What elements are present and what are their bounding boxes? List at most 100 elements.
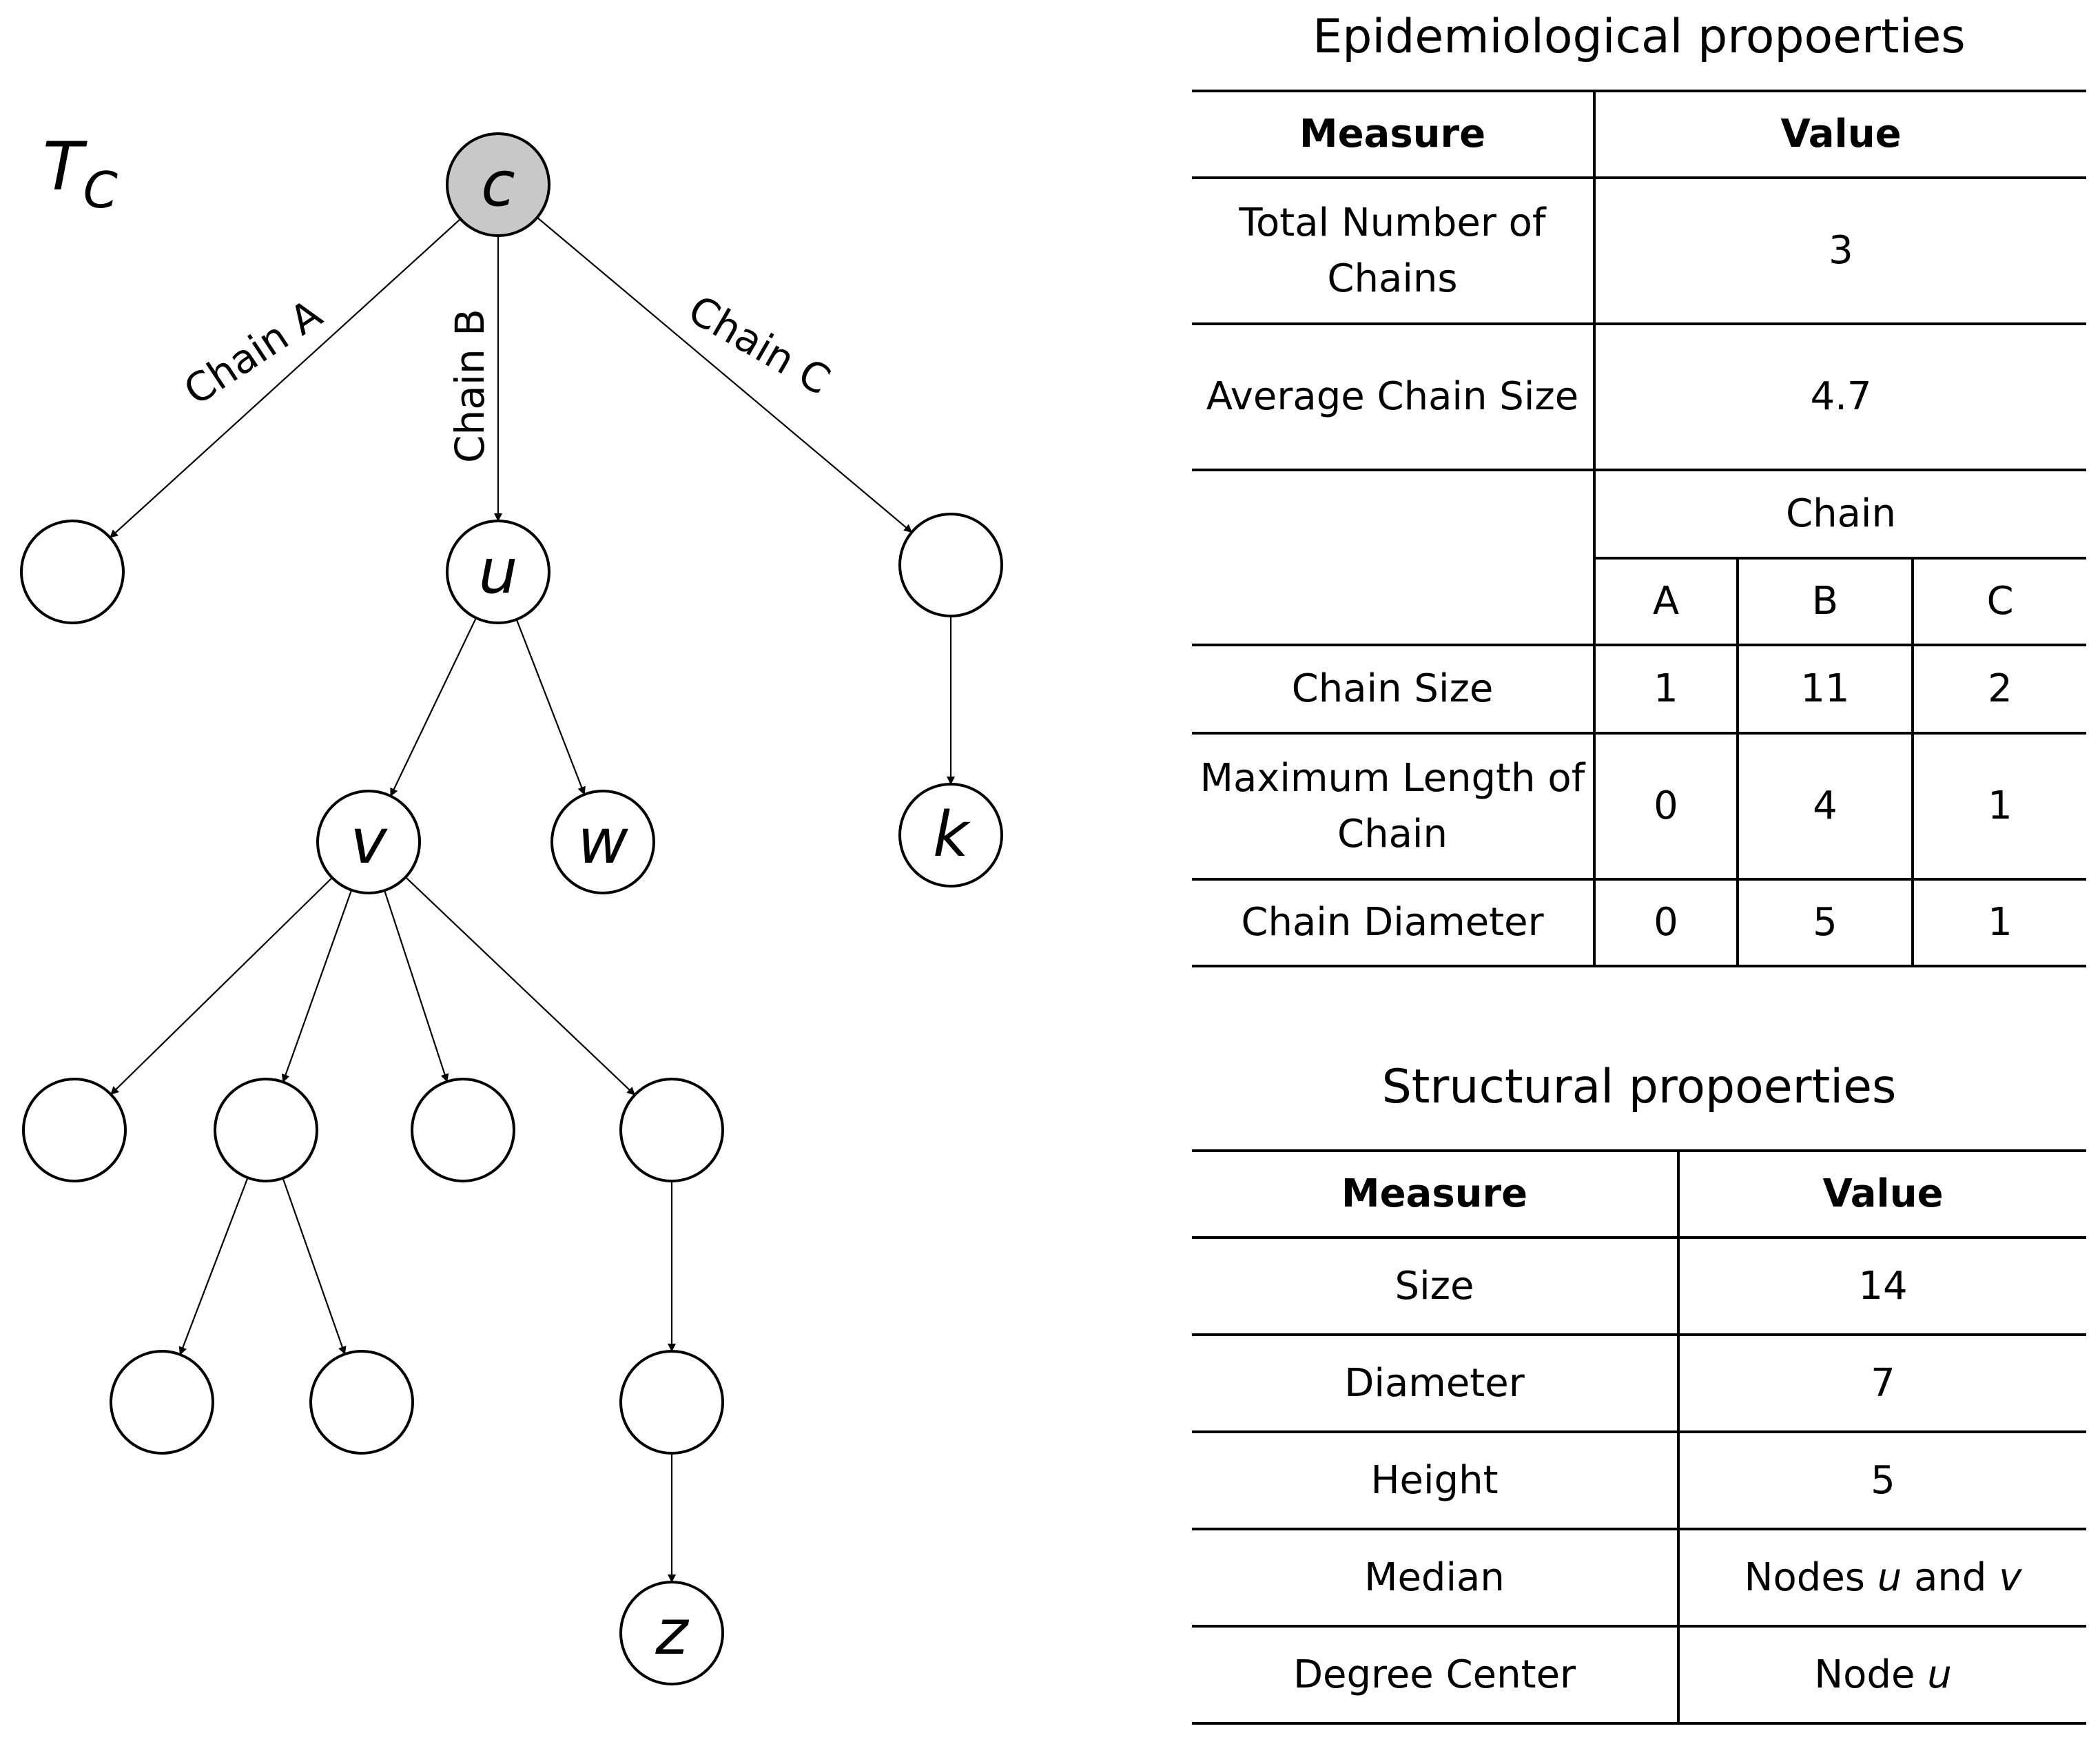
node-label-u: u [478, 535, 517, 608]
tree-edges [110, 216, 955, 1583]
struct-median-value: Nodes u and v [1677, 1529, 2086, 1628]
edge-v-v4 [404, 876, 636, 1096]
struct-height-value: 5 [1677, 1432, 2086, 1530]
epi-max-length-a: 0 [1593, 733, 1738, 881]
epi-chain-diameter-b: 5 [1736, 879, 1913, 967]
epi-chain-diameter-label: Chain Diameter [1192, 879, 1594, 967]
epi-row-total-chains: Total Number of Chains 3 [1192, 178, 2086, 325]
struct-row-height: Height 5 [1192, 1432, 2086, 1530]
epi-row-max-length: Maximum Length of Chain 0 4 1 [1192, 733, 2086, 881]
epi-chain-diameter-c: 1 [1911, 879, 2086, 967]
node-circle [898, 783, 1003, 888]
epi-average-size-label: Average Chain Size [1192, 324, 1594, 471]
tree-node [22, 1078, 127, 1182]
node-label-c: c [481, 148, 515, 220]
epi-total-chains-label: Total Number of Chains [1192, 178, 1594, 325]
epi-max-length-label: Maximum Length of Chain [1192, 733, 1594, 881]
node-circle [20, 520, 125, 624]
struct-median-label: Median [1192, 1529, 1678, 1628]
node-circle [619, 1078, 724, 1182]
struct-row-diameter: Diameter 7 [1192, 1335, 2086, 1433]
tree-node-u: u [446, 520, 550, 624]
struct-diameter-label: Diameter [1192, 1335, 1678, 1433]
epi-chain-size-a: 1 [1593, 645, 1738, 735]
epi-header-row: Measure Value [1192, 90, 2086, 179]
tree-nodes: c u v w k z [20, 132, 1003, 1685]
tree-title-subscript: C [83, 161, 119, 219]
edge-label-chain-a: Chain A [176, 290, 330, 414]
tree-node [619, 1350, 724, 1455]
epi-row-average-size: Average Chain Size 4.7 [1192, 324, 2086, 471]
epi-chain-header-blank [1192, 470, 1594, 646]
node-label-z: z [655, 1597, 689, 1669]
edge-v-v2 [281, 890, 353, 1083]
struct-degree-center-label: Degree Center [1192, 1626, 1678, 1725]
struct-size-label: Size [1192, 1238, 1678, 1336]
node-circle [446, 520, 550, 624]
epi-chain-size-b: 11 [1736, 645, 1913, 735]
node-label-k: k [933, 799, 971, 871]
epi-row-chain-diameter: Chain Diameter 0 5 1 [1192, 879, 2086, 967]
epi-average-size-value: 4.7 [1593, 324, 2086, 471]
edge-c-a1 [110, 218, 461, 539]
tree-node-c: c [446, 132, 550, 237]
node-circle [316, 790, 421, 894]
tree-node-k: k [898, 783, 1003, 888]
struct-row-size: Size 14 [1192, 1238, 2086, 1336]
node-circle [619, 1350, 724, 1455]
node-label-w: w [577, 806, 628, 878]
epi-chain-header: Chain [1593, 470, 2086, 560]
struct-measure-header: Measure [1192, 1149, 1678, 1239]
node-circle [898, 513, 1003, 617]
tree-node [898, 513, 1003, 617]
struct-height-label: Height [1192, 1432, 1678, 1530]
node-circle [110, 1350, 214, 1455]
tree-title: TC [43, 128, 119, 219]
tree-node [20, 520, 125, 624]
root-node-circle [446, 132, 550, 237]
epidemiological-properties-table: Measure Value Total Number of Chains 3 A… [1192, 90, 2086, 967]
struct-degree-center-node-u: u [1927, 1652, 1952, 1697]
tree-node [619, 1078, 724, 1182]
struct-degree-center-prefix: Node [1814, 1652, 1928, 1697]
tree-node [309, 1350, 414, 1455]
tree-node [411, 1078, 515, 1182]
struct-value-header: Value [1677, 1149, 2086, 1239]
node-circle [309, 1350, 414, 1455]
node-label-v: v [350, 806, 388, 878]
epi-chain-col-a: A [1593, 558, 1738, 646]
node-circle [619, 1581, 724, 1685]
tree-node [110, 1350, 214, 1455]
edge-v2-v2a [178, 1177, 249, 1355]
epi-total-chains-value: 3 [1593, 178, 2086, 325]
edge-u-w [515, 619, 586, 795]
tree-node-w: w [550, 790, 655, 894]
structural-table-title: Structural propoerties [1381, 1060, 1897, 1114]
epi-chain-diameter-a: 0 [1593, 879, 1738, 967]
struct-diameter-value: 7 [1677, 1335, 2086, 1433]
struct-median-node-u: u [1877, 1555, 1902, 1600]
epi-value-header: Value [1593, 90, 2086, 179]
tree-node [214, 1078, 318, 1182]
edge-v-v1 [110, 876, 333, 1096]
struct-degree-center-value: Node u [1677, 1626, 2086, 1725]
struct-header-row: Measure Value [1192, 1149, 2086, 1239]
edge-c-c1 [536, 216, 913, 533]
epi-chain-col-b: B [1736, 558, 1913, 646]
tree-node-z: z [619, 1581, 724, 1685]
edge-u-v [390, 617, 477, 797]
node-circle [214, 1078, 318, 1182]
epidemiological-table-title: Epidemiological propoerties [1312, 10, 1966, 64]
edge-label-chain-c: Chain C [681, 286, 838, 404]
structural-properties-table: Measure Value Size 14 Diameter 7 Height … [1192, 1149, 2086, 1725]
struct-median-value-prefix: Nodes [1744, 1555, 1877, 1600]
epi-measure-header: Measure [1192, 90, 1594, 179]
node-circle [411, 1078, 515, 1182]
struct-median-value-and: and [1902, 1555, 1999, 1600]
struct-median-node-v: v [1999, 1555, 2022, 1600]
epi-chain-columns-row: A B C [1192, 558, 2086, 646]
epi-chain-size-label: Chain Size [1192, 645, 1594, 735]
edge-v2-v2b [282, 1178, 347, 1355]
struct-row-degree-center: Degree Center Node u [1192, 1626, 2086, 1725]
